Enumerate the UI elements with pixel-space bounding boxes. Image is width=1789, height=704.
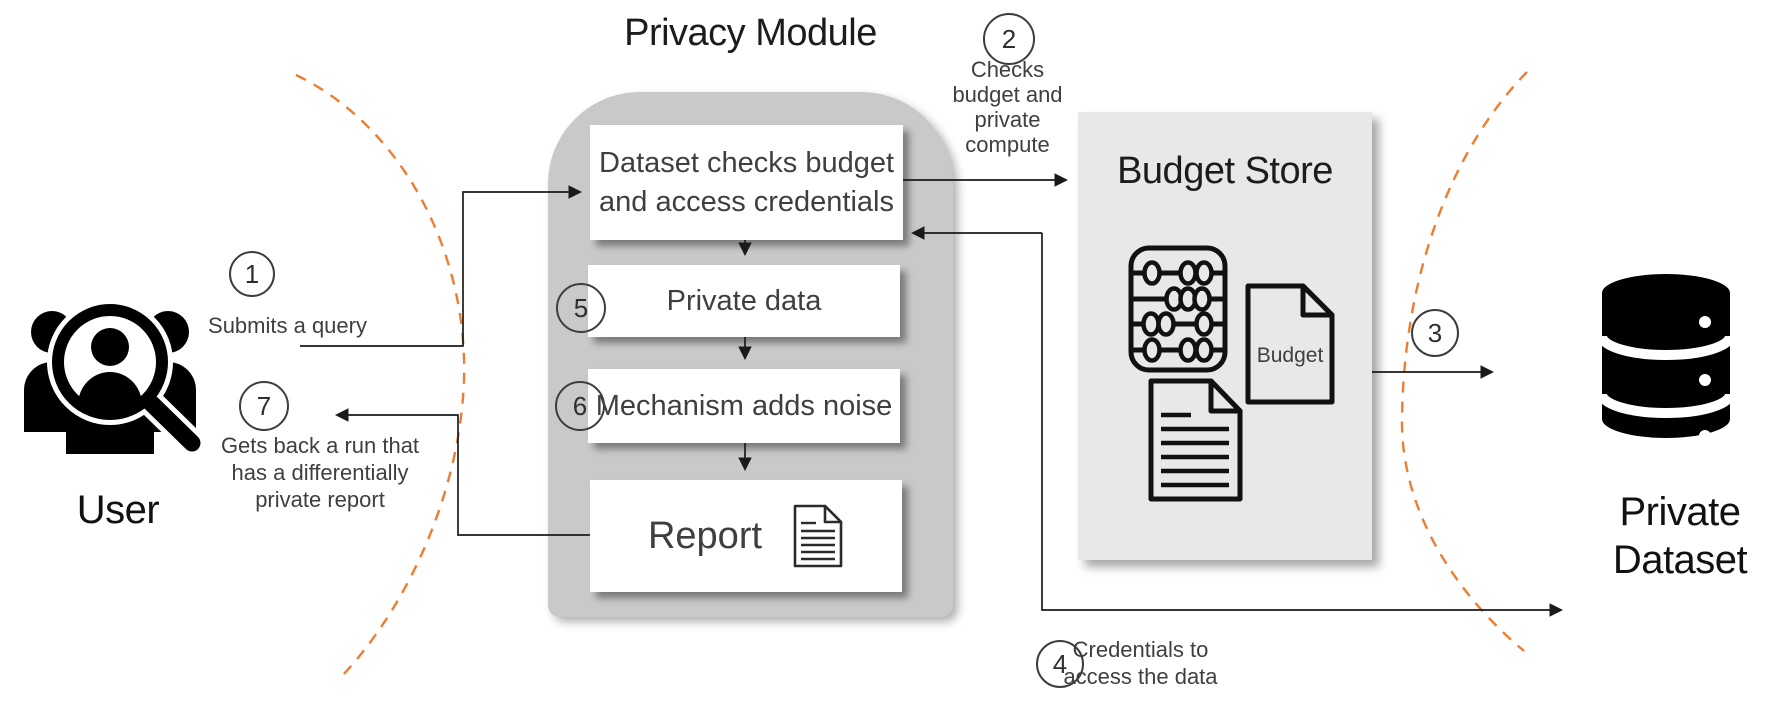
step-7-number: 7 xyxy=(256,390,272,421)
mechanism-label: Mechanism adds noise xyxy=(595,389,893,422)
step-1-circle: 1 xyxy=(229,251,275,297)
private-data-box: Private data xyxy=(588,265,900,337)
report-box: Report xyxy=(590,480,902,592)
report-doc-icon xyxy=(793,504,843,568)
step-7-label: Gets back a run that has a differentiall… xyxy=(220,433,420,512)
step-3-circle: 3 xyxy=(1411,309,1459,357)
private-data-label: Private data xyxy=(666,284,822,317)
mechanism-box: Mechanism adds noise xyxy=(588,369,900,443)
step-3-number: 3 xyxy=(1427,317,1443,348)
step-2-label: Checks budget and private compute xyxy=(952,57,1063,157)
step-7-circle: 7 xyxy=(239,381,289,431)
private-dataset-label: Private Dataset xyxy=(1612,490,1748,582)
step-6-number: 6 xyxy=(572,390,588,421)
dataset-check-label: Dataset checks budget and access credent… xyxy=(599,146,895,218)
privacy-module-title: Privacy Module xyxy=(624,12,877,54)
user-label: User xyxy=(76,488,160,532)
dataset-check-box: Dataset checks budget and access credent… xyxy=(590,125,903,240)
right-boundary-arc xyxy=(1400,71,1528,652)
step-4-circle: 4 xyxy=(1036,640,1084,688)
report-label: Report xyxy=(647,514,763,557)
step-5-circle: 5 xyxy=(556,283,606,333)
document-lines-icon xyxy=(1148,378,1243,502)
database-icon xyxy=(1601,274,1731,442)
abacus-icon xyxy=(1128,245,1228,373)
budget-store-title: Budget Store xyxy=(1117,150,1333,192)
budget-doc-label: Budget xyxy=(1256,344,1324,367)
step-1-number: 1 xyxy=(244,258,260,289)
step-5-number: 5 xyxy=(573,292,589,323)
step-4-number: 4 xyxy=(1052,648,1068,679)
step-4-label: Credentials to access the data xyxy=(1063,637,1218,689)
step-1-label: Submits a query xyxy=(208,313,367,338)
user-group-icon xyxy=(24,299,208,459)
step-2-circle: 2 xyxy=(983,13,1035,65)
step-2-number: 2 xyxy=(1001,23,1017,54)
step-6-circle: 6 xyxy=(555,381,605,431)
left-boundary-arc xyxy=(295,73,466,677)
